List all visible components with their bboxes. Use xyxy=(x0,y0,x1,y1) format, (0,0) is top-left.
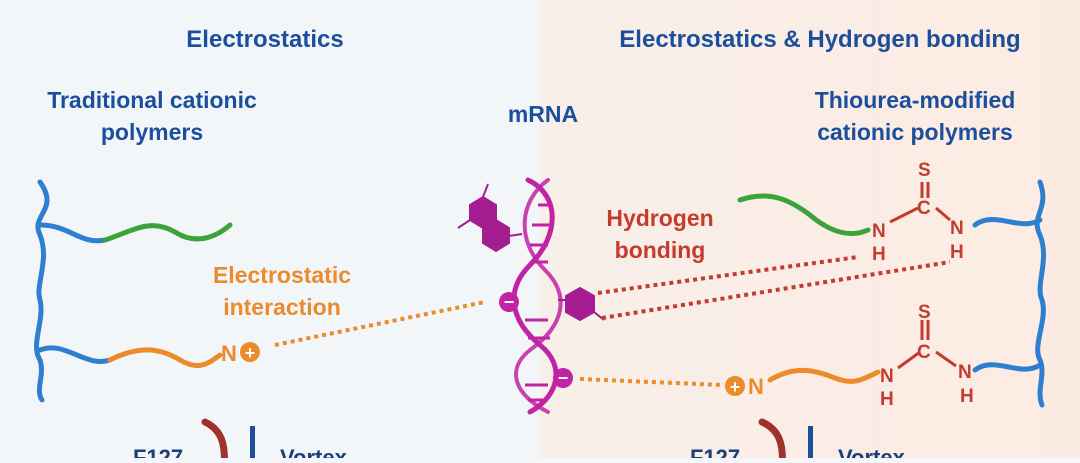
thiourea-top-s: S xyxy=(918,160,931,181)
thiourea-label-line2: cationic polymers xyxy=(817,119,1013,145)
left-panel-bg xyxy=(0,0,540,458)
thiourea-top-n-right: N xyxy=(950,218,964,239)
traditional-polymer xyxy=(34,179,233,403)
thiourea-top-h-right: H xyxy=(950,242,964,263)
hbond-dotted-line-1 xyxy=(597,255,859,295)
electrostatic-label-line1: Electrostatic xyxy=(213,262,351,288)
thiourea-bottom-s: S xyxy=(918,302,931,323)
plus-sign-left: + xyxy=(245,343,256,363)
right-branch-top xyxy=(972,217,1043,228)
minus-charge-bottom xyxy=(553,368,573,388)
green-sidechain-left xyxy=(102,222,233,243)
f127-arrow-right xyxy=(758,418,786,463)
left-branch-bottom xyxy=(37,345,113,364)
traditional-label-line1: Traditional cationic xyxy=(47,87,257,113)
plus-charge-right xyxy=(725,376,745,396)
n-plus-right-atom: N xyxy=(748,374,764,399)
thiourea-group-bottom xyxy=(897,320,957,370)
thiourea-bottom-h-left: H xyxy=(880,389,894,410)
plus-charge-left xyxy=(240,342,260,362)
thiourea-top-h-left: H xyxy=(872,244,886,265)
f127-label-right: F127 xyxy=(690,445,740,458)
mrna-backbone-2 xyxy=(514,178,563,414)
left-heading: Electrostatics xyxy=(186,26,343,53)
thiourea-group-top xyxy=(889,182,951,224)
n-plus-left-atom: N xyxy=(221,341,237,366)
f127-label-left: F127 xyxy=(133,445,183,458)
right-heading: Electrostatics & Hydrogen bonding xyxy=(619,26,1020,53)
thiourea-top-c: C xyxy=(917,198,931,219)
mrna-label: mRNA xyxy=(508,101,578,127)
vortex-bar-right xyxy=(808,426,813,463)
vortex-label-left: Vortex xyxy=(280,445,348,458)
mrna-base-top xyxy=(457,183,523,253)
minus-sign-bottom: − xyxy=(558,368,569,388)
orange-sidechain-left xyxy=(107,347,223,369)
left-backbone xyxy=(34,179,50,403)
vortex-label-right: Vortex xyxy=(838,445,906,458)
thiourea-top-n-left: N xyxy=(872,221,886,242)
green-sidechain-right xyxy=(737,193,871,236)
vortex-bar-left xyxy=(250,426,255,463)
minus-sign-top: − xyxy=(504,292,515,312)
left-branch-top xyxy=(37,222,108,244)
hbond-label-line1: Hydrogen xyxy=(606,205,713,231)
orange-sidechain-right xyxy=(767,367,881,384)
right-branch-bottom xyxy=(972,362,1043,373)
minus-charge-top xyxy=(499,292,519,312)
mrna-rungs xyxy=(525,203,552,402)
thiourea-bottom-h-right: H xyxy=(960,386,974,407)
plus-sign-right: + xyxy=(730,377,741,397)
traditional-label-line2: polymers xyxy=(101,119,203,145)
thiourea-bottom-c: C xyxy=(917,342,931,363)
thiourea-label-line1: Thiourea-modified xyxy=(815,87,1016,113)
hbond-dotted-line-2 xyxy=(601,260,951,320)
electrostatic-label-line2: interaction xyxy=(223,294,341,320)
thiourea-polymer xyxy=(737,179,1046,408)
f127-arrow-left xyxy=(201,418,228,463)
thiourea-bottom-n-left: N xyxy=(880,366,894,387)
electrostatic-dotted-line-left xyxy=(274,300,486,347)
thiourea-bottom-n-right: N xyxy=(958,362,972,383)
hbond-label-line2: bonding xyxy=(615,237,706,263)
